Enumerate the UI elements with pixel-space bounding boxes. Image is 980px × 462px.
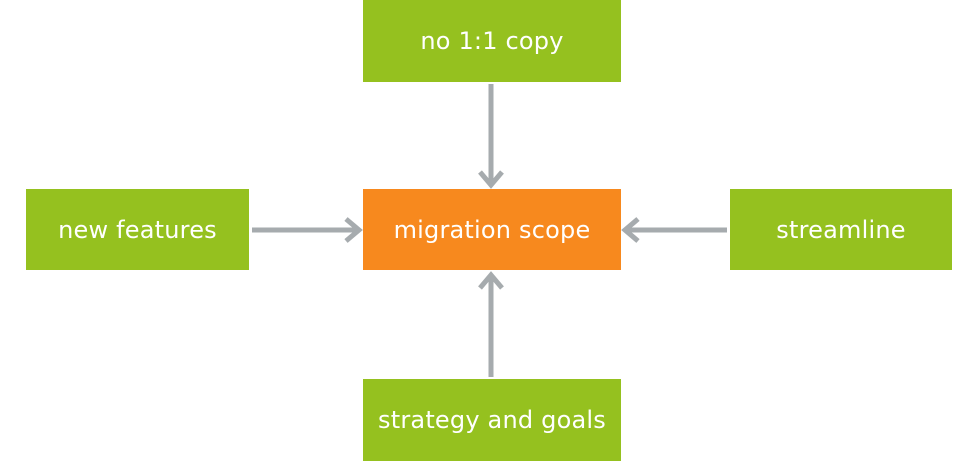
box-migration-scope-label: migration scope bbox=[393, 215, 591, 244]
box-streamline-label: streamline bbox=[776, 215, 906, 244]
arrow-left-to-center bbox=[252, 217, 363, 243]
box-new-features-label: new features bbox=[58, 215, 217, 244]
box-strategy-goals: strategy and goals bbox=[363, 379, 621, 461]
arrow-bottom-to-center bbox=[478, 271, 504, 377]
box-no-copy: no 1:1 copy bbox=[363, 0, 621, 82]
arrow-top-to-center bbox=[478, 84, 504, 189]
box-strategy-goals-label: strategy and goals bbox=[378, 406, 606, 434]
box-no-copy-label: no 1:1 copy bbox=[420, 27, 564, 55]
box-new-features: new features bbox=[26, 189, 249, 270]
arrow-right-to-center bbox=[621, 217, 727, 243]
box-migration-scope: migration scope bbox=[363, 189, 621, 270]
box-streamline: streamline bbox=[730, 189, 952, 270]
